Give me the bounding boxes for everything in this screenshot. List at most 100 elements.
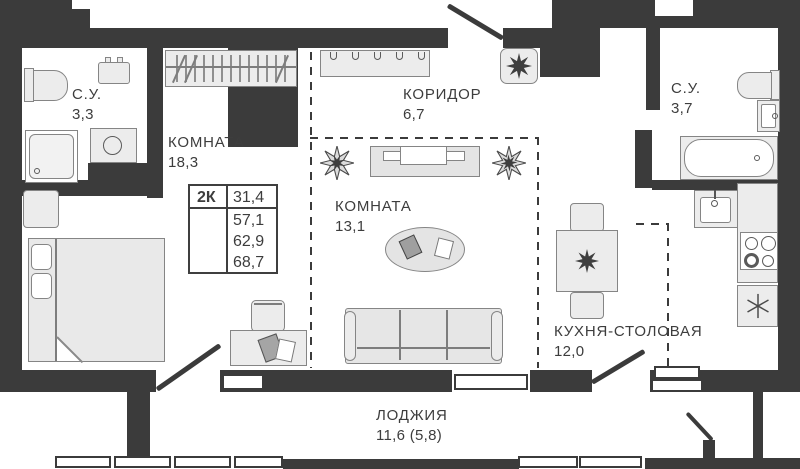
room-area: 12,0 bbox=[554, 343, 585, 360]
coat-hook-icon bbox=[396, 52, 403, 60]
loggia-window bbox=[579, 456, 642, 468]
room-area: 3,3 bbox=[72, 106, 94, 123]
wall-segment bbox=[652, 180, 800, 190]
apartment-type: 2К bbox=[197, 189, 216, 206]
balcony-threshold bbox=[654, 366, 700, 379]
wall-segment bbox=[503, 28, 552, 48]
sofa-armrest bbox=[491, 311, 503, 361]
toilet bbox=[33, 70, 68, 101]
washing-machine-door-icon bbox=[103, 136, 122, 155]
toilet bbox=[737, 72, 772, 99]
room-label-bedroom: КОМНАТА 18,3 bbox=[168, 133, 245, 173]
dining-chair bbox=[570, 292, 604, 319]
room-label-living: КОМНАТА 13,1 bbox=[335, 197, 412, 237]
wall-notch bbox=[72, 0, 90, 9]
faucet-icon bbox=[117, 57, 123, 63]
room-label-corridor: КОРИДОР 6,7 bbox=[403, 85, 481, 125]
pillow bbox=[31, 244, 52, 270]
coat-hook-icon bbox=[352, 52, 359, 60]
dashed-partition bbox=[537, 137, 539, 368]
wall-segment bbox=[703, 440, 715, 458]
room-area: 6,7 bbox=[403, 106, 425, 123]
area-table-divider bbox=[226, 186, 228, 272]
area-table: 2К 31,4 57,1 62,9 68,7 bbox=[188, 184, 278, 274]
loggia-window bbox=[55, 456, 111, 468]
room-area: 18,3 bbox=[168, 154, 199, 171]
loggia-window bbox=[518, 456, 578, 468]
room-label-kitchen: КУХНЯ-СТОЛОВАЯ 12,0 bbox=[554, 322, 702, 362]
room-area: 3,7 bbox=[671, 100, 693, 117]
wall-segment bbox=[127, 390, 150, 458]
burner-icon bbox=[745, 237, 758, 250]
loggia-partition-door-swing bbox=[685, 411, 714, 442]
snowflake-icon bbox=[747, 293, 769, 319]
wall-segment bbox=[147, 48, 163, 198]
room-name: КОРИДОР bbox=[403, 86, 482, 103]
coat-hook-icon bbox=[418, 52, 425, 60]
wall-segment bbox=[778, 28, 800, 392]
wall-segment bbox=[88, 163, 147, 180]
burner-icon bbox=[762, 255, 774, 267]
wall-segment bbox=[635, 130, 652, 188]
faucet-icon bbox=[772, 113, 778, 119]
wall-segment bbox=[283, 459, 519, 469]
room-label-bath1: С.У. 3,3 bbox=[72, 85, 102, 125]
bathroom-sink bbox=[98, 62, 130, 84]
entry-door-swing bbox=[446, 3, 505, 41]
room-name: КОМНАТА bbox=[168, 134, 245, 151]
wall-segment bbox=[646, 28, 660, 110]
room-name: С.У. bbox=[671, 80, 701, 97]
faucet-icon bbox=[105, 57, 111, 63]
tv-screen bbox=[400, 146, 447, 165]
sofa-divider bbox=[399, 310, 401, 360]
dashed-partition bbox=[310, 52, 312, 368]
room-area: 13,1 bbox=[335, 218, 366, 235]
wall-segment bbox=[753, 392, 763, 458]
window bbox=[222, 374, 264, 390]
window bbox=[454, 374, 528, 390]
desk-chair bbox=[251, 300, 285, 332]
loggia-window bbox=[234, 456, 283, 468]
wardrobe-rail bbox=[166, 66, 296, 68]
area-value: 62,9 bbox=[233, 233, 265, 250]
coat-hook-icon bbox=[374, 52, 381, 60]
plant-icon bbox=[492, 146, 526, 180]
kitchen-drain-icon bbox=[711, 200, 718, 207]
room-name: С.У. bbox=[72, 86, 102, 103]
wall-segment bbox=[540, 28, 600, 77]
plant-icon bbox=[506, 53, 532, 79]
wall-notch bbox=[655, 0, 693, 16]
bathtub-drain-icon bbox=[754, 155, 760, 161]
room-name: КОМНАТА bbox=[335, 198, 412, 215]
dashed-partition bbox=[310, 137, 538, 139]
coat-hook-icon bbox=[330, 52, 337, 60]
loggia-window bbox=[114, 456, 171, 468]
dashed-partition bbox=[636, 223, 669, 225]
desk-chair-back bbox=[254, 303, 282, 305]
shower-drain-icon bbox=[34, 168, 40, 174]
pillow bbox=[31, 273, 52, 299]
wall-segment bbox=[0, 48, 22, 382]
area-value: 31,4 bbox=[233, 189, 265, 206]
wall-segment bbox=[645, 458, 800, 469]
room-area: 11,6 (5,8) bbox=[376, 427, 443, 444]
room-name: КУХНЯ-СТОЛОВАЯ bbox=[554, 323, 703, 340]
burner-icon bbox=[761, 236, 776, 251]
area-value: 57,1 bbox=[233, 212, 265, 229]
wall-segment bbox=[228, 28, 298, 147]
dashed-partition bbox=[667, 223, 669, 370]
kitchen-faucet-icon bbox=[714, 190, 716, 199]
area-value: 68,7 bbox=[233, 254, 265, 271]
area-table-divider bbox=[190, 207, 276, 209]
sofa bbox=[345, 308, 502, 364]
burner-icon bbox=[744, 253, 759, 268]
sofa-divider bbox=[446, 310, 448, 360]
loggia-window bbox=[174, 456, 231, 468]
plant-icon bbox=[320, 146, 354, 180]
sofa-armrest bbox=[344, 311, 356, 361]
sofa-seat-line bbox=[357, 347, 490, 349]
bed-headboard-line bbox=[55, 239, 57, 361]
plant-icon bbox=[575, 249, 599, 273]
room-name: ЛОДЖИЯ bbox=[376, 407, 448, 424]
